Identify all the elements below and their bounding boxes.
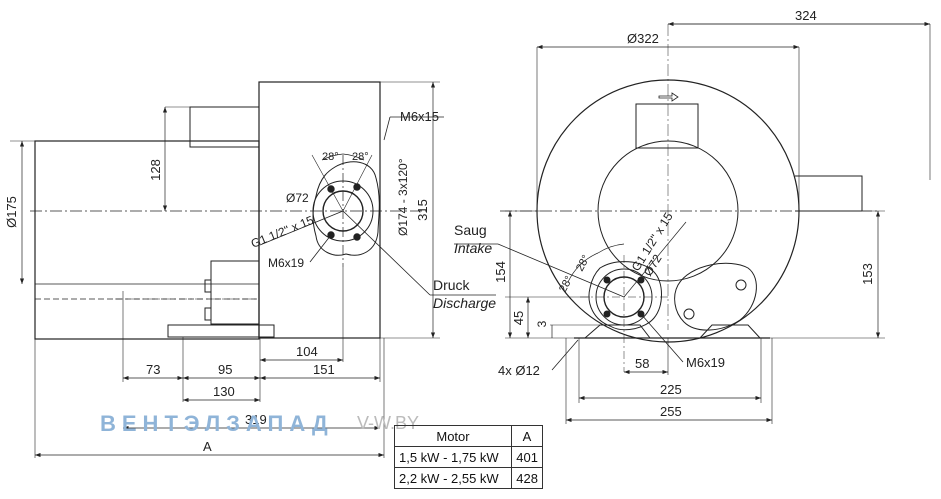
dim-58-label: 58 — [635, 356, 649, 371]
intake-label-de: Saug — [454, 222, 487, 238]
a-cell: 428 — [511, 467, 543, 489]
dim-3-label: 3 — [535, 320, 549, 327]
table-row: 2,2 kW - 2,55 kW 428 — [394, 467, 543, 489]
dim-d322-label: Ø322 — [627, 31, 659, 46]
dim-95-label: 95 — [218, 362, 232, 377]
dim-45-label: 45 — [511, 311, 526, 325]
intake-label-en: Intake — [454, 240, 492, 256]
dim-angle-28-b: 28° — [574, 253, 592, 273]
dim-104-label: 104 — [296, 344, 318, 359]
dim-d72-label: Ø72 — [286, 191, 309, 205]
motor-cell: 2,2 kW - 2,55 kW — [394, 467, 512, 489]
dim-a-label: A — [203, 439, 212, 454]
dim-holes-label: 4x Ø12 — [498, 363, 540, 378]
a-cell: 401 — [511, 446, 543, 468]
discharge-label-de: Druck — [433, 277, 471, 293]
dim-128-label: 128 — [148, 159, 163, 181]
dim-153-label: 153 — [860, 263, 875, 285]
dim-151-label: 151 — [313, 362, 335, 377]
dim-m6x15-label: M6x15 — [400, 109, 439, 124]
motor-table-header: Motor A — [394, 425, 543, 447]
dim-319-label: 319 — [245, 412, 267, 427]
dim-angle-28-left: 28° — [322, 151, 339, 163]
dim-324-label: 324 — [795, 8, 817, 23]
dim-73-label: 73 — [146, 362, 160, 377]
motor-header: Motor — [394, 425, 512, 447]
dim-154-label: 154 — [493, 261, 508, 283]
motor-table: Motor A 1,5 kW - 1,75 kW 401 2,2 kW - 2,… — [394, 425, 543, 489]
dim-angle-28-a: 28° — [557, 274, 575, 294]
dim-255-label: 255 — [660, 404, 682, 419]
front-view — [454, 21, 931, 424]
dim-175-label: Ø175 — [4, 196, 19, 228]
dim-m6x19-label: M6x19 — [268, 256, 304, 270]
watermark-brand: ВЕНТЭЛЗАПАД — [100, 411, 334, 436]
dim-front-m6x19-label: M6x19 — [686, 355, 725, 370]
dim-angle-28-right: 28° — [352, 151, 369, 163]
discharge-label-en: Discharge — [433, 295, 496, 311]
a-header: A — [511, 425, 543, 447]
dim-315-label: 315 — [415, 199, 430, 221]
side-view — [10, 81, 496, 458]
dim-130-label: 130 — [213, 384, 235, 399]
table-row: 1,5 kW - 1,75 kW 401 — [394, 446, 543, 468]
dim-bolt-circle-label: Ø174 - 3x120° — [396, 158, 410, 236]
dim-225-label: 225 — [660, 382, 682, 397]
motor-cell: 1,5 kW - 1,75 kW — [394, 446, 512, 468]
